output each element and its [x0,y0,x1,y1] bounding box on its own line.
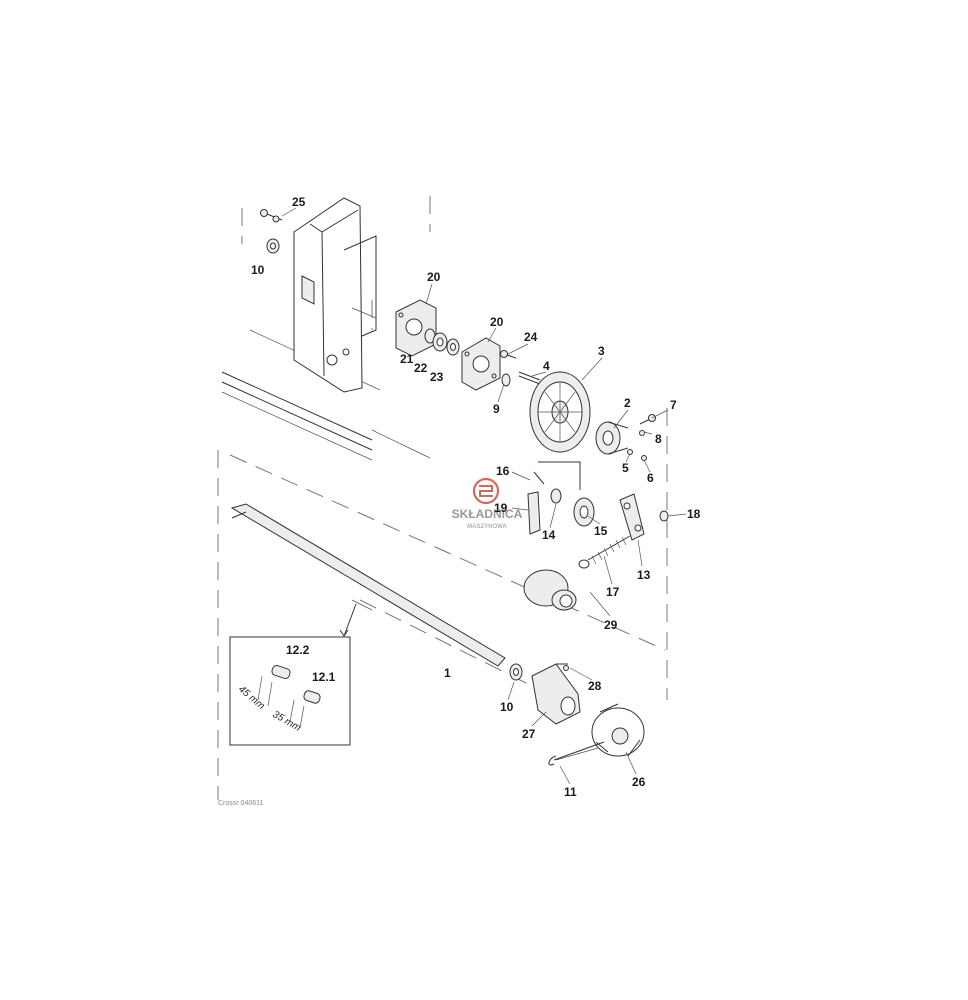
nut-8 [639,430,645,436]
bolt-7 [639,414,656,425]
bolt-24 [500,350,517,359]
nut-18 [659,510,669,522]
nut-10-top [266,238,280,254]
figure-code: Crossr 040611 [218,800,264,807]
callout-leaders [281,207,687,785]
callout-7: 7 [670,398,677,412]
callout-10-bottom: 10 [500,700,514,714]
shaft-1 [230,503,506,667]
key-12-1-shape [303,690,321,704]
watermark-brand: SKŁADNICA [452,507,523,521]
pin-4 [518,371,541,385]
callout-23: 23 [430,370,444,384]
hub-2 [595,421,629,455]
callout-19: 19 [494,501,508,515]
callouts: 25 10 20 20 24 3 21 22 23 4 9 2 7 8 5 6 … [251,195,701,799]
key-12-2-shape [271,665,291,679]
callout-22: 22 [414,361,428,375]
callout-8: 8 [655,432,662,446]
nut-10-bottom [509,663,523,681]
hub-flange-29 [523,569,577,611]
callout-3: 3 [598,344,605,358]
callout-20-right: 20 [490,315,504,329]
key-12-2-label: 12.2 [286,643,310,657]
callout-2: 2 [624,396,631,410]
callout-9: 9 [493,402,500,416]
callout-5: 5 [622,461,629,475]
callout-21: 21 [400,352,414,366]
tension-arm-13 [619,493,645,541]
callout-26: 26 [632,775,646,789]
bearing-plate-20-left [395,299,437,357]
callout-13: 13 [637,568,651,582]
watermark-sub: MASZYNOWA [467,524,507,530]
bearing-23 [446,338,460,356]
callout-10-top: 10 [251,263,265,277]
key-leader [339,603,357,637]
bearing-22 [432,332,448,352]
callout-16: 16 [496,464,510,478]
callout-15: 15 [594,524,608,538]
screw-5 [627,449,633,455]
callout-6: 6 [647,471,654,485]
washer-14 [550,488,562,504]
washer-9 [501,373,511,387]
spring-17 [578,535,631,569]
callout-24: 24 [524,330,538,344]
bearing-housing-27 [531,663,581,725]
callout-17: 17 [606,585,620,599]
sprocket-3 [529,371,591,453]
callout-25: 25 [292,195,306,209]
callout-14: 14 [542,528,556,542]
callout-20-left: 20 [427,270,441,284]
callout-29: 29 [604,618,618,632]
callout-11: 11 [564,785,577,799]
screw-6 [641,455,647,461]
chain-guide-19 [527,491,541,535]
mounting-bracket [293,197,377,393]
callout-1: 1 [444,666,451,680]
watermark-emblem-icon [472,477,500,505]
watermark-logo: SKŁADNICA MASZYNOWA [452,477,523,530]
clip-28 [563,665,569,671]
dim-35mm: 35 mm [271,709,303,734]
callout-18: 18 [687,507,701,521]
bearing-plate-20-right [461,337,501,391]
star-wheel-26 [591,703,645,757]
key-12-1-label: 12.1 [312,670,336,684]
bolt-25 [260,209,283,223]
dim-45mm: 45 mm [236,684,266,712]
callout-4: 4 [543,359,550,373]
callout-27: 27 [522,727,536,741]
key-inset: 12.2 12.1 45 mm 35 mm [229,636,351,746]
tensioner-bracket-16 [533,461,581,490]
callout-28: 28 [588,679,602,693]
pin-11 [548,741,605,766]
guide-lines [217,196,668,800]
idler-sprocket-15 [573,497,595,527]
